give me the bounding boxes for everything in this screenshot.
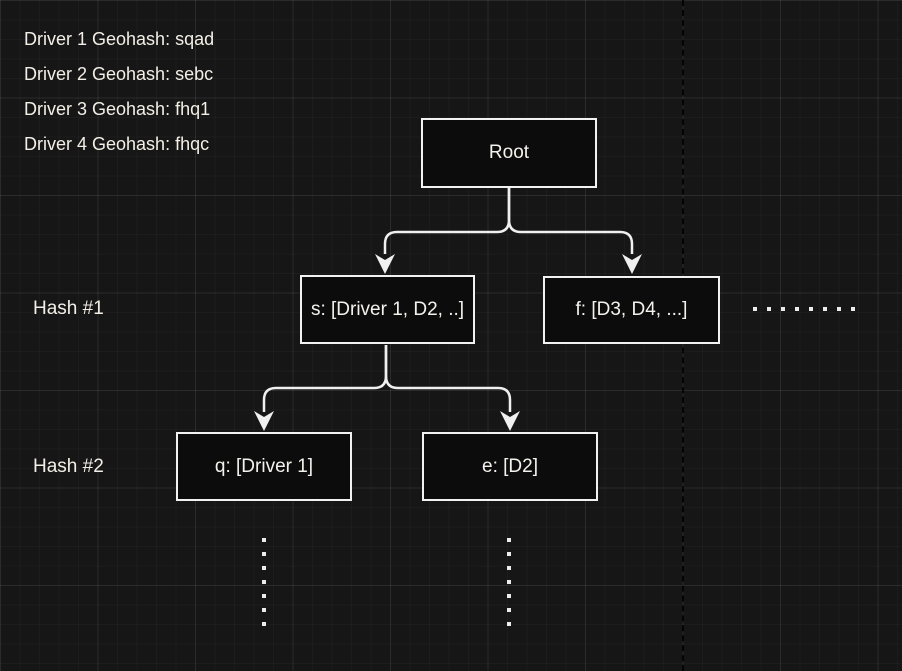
node-hash1-f[interactable]: f: [D3, D4, ...] bbox=[543, 276, 720, 344]
driver-3-geohash: Driver 3 Geohash: fhq1 bbox=[24, 99, 211, 119]
ellipsis-horizontal-more-hash1-nodes bbox=[753, 307, 855, 311]
connector-s-to-q bbox=[262, 345, 388, 412]
row-label-hash-2: Hash #2 bbox=[33, 456, 104, 477]
node-hash1-f-label: f: [D3, D4, ...] bbox=[575, 299, 688, 320]
arrowhead-to-e bbox=[500, 411, 520, 431]
node-hash2-e[interactable]: e: [D2] bbox=[422, 432, 598, 501]
arrowhead-to-s bbox=[375, 254, 395, 274]
node-root-label: Root bbox=[488, 142, 530, 163]
connector-s-to-e bbox=[384, 345, 512, 412]
arrowhead-to-q bbox=[254, 411, 274, 431]
node-hash1-s[interactable]: s: [Driver 1, D2, ..] bbox=[300, 275, 475, 344]
node-hash2-q[interactable]: q: [Driver 1] bbox=[176, 432, 352, 501]
driver-2-geohash: Driver 2 Geohash: sebc bbox=[24, 64, 214, 84]
ellipsis-vertical-below-e bbox=[507, 538, 511, 626]
driver-geohash-legend: Driver 1 Geohash: sqad Driver 2 Geohash:… bbox=[24, 22, 214, 162]
node-hash2-q-label: q: [Driver 1] bbox=[214, 455, 314, 477]
row-label-hash-1: Hash #1 bbox=[33, 298, 104, 319]
node-hash1-s-label: s: [Driver 1, D2, ..] bbox=[310, 298, 465, 320]
node-hash2-e-label: e: [D2] bbox=[482, 455, 538, 477]
connector-root-to-f bbox=[507, 188, 634, 254]
ellipsis-vertical-below-q bbox=[262, 538, 266, 626]
arrowhead-to-f bbox=[622, 254, 642, 274]
driver-1-geohash: Driver 1 Geohash: sqad bbox=[24, 29, 215, 49]
connector-root-to-s bbox=[383, 188, 511, 254]
driver-4-geohash: Driver 4 Geohash: fhqc bbox=[24, 134, 210, 154]
node-root[interactable]: Root bbox=[421, 118, 597, 188]
